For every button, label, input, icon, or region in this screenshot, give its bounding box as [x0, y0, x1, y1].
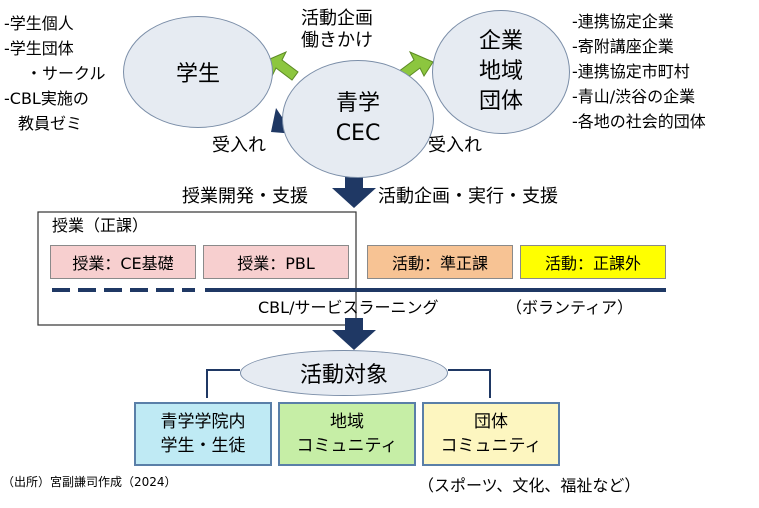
volunteer-label: （ボランティア） [506, 298, 634, 317]
target-label: 活動対象 [299, 363, 388, 388]
left-list-line-2: -学生団体 [4, 39, 74, 58]
left-list-line-4: -CBL実施の [4, 89, 89, 108]
chip-semi-formal-label: 活動：準正課 [391, 254, 488, 273]
right-list-line-5: -各地の社会的団体 [572, 112, 706, 131]
chip-pbl-label: 授業：PBL [237, 254, 315, 273]
left-list-line-5: 教員ゼミ [18, 114, 83, 133]
org-label-line-3: 団体 [478, 89, 523, 114]
source-note: （出所）宮副謙司作成（2024） [2, 475, 177, 489]
target-box-local: 地域 コミュニティ [278, 402, 416, 466]
target-campus-line-2: 学生・生徒 [160, 436, 246, 456]
cec-node: 青学 CEC [282, 60, 434, 178]
students-label: 学生 [175, 62, 220, 87]
down-arrow-target [332, 318, 376, 350]
right-list-line-4: -青山/渋谷の企業 [572, 87, 696, 106]
students-node: 学生 [123, 16, 273, 128]
receive-right-label: 受入れ [428, 135, 482, 156]
target-groups-line-2: コミュニティ [440, 436, 542, 456]
chip-pbl: 授業：PBL [203, 245, 349, 279]
target-local-line-2: コミュニティ [296, 436, 398, 456]
curriculum-frame [37, 211, 357, 326]
target-campus-line-1: 青学学院内 [160, 412, 246, 432]
right-list-line-2: -寄附講座企業 [572, 37, 674, 56]
top-label-line-2: 働きかけ [301, 30, 373, 51]
target-box-campus: 青学学院内 学生・生徒 [134, 402, 272, 466]
chip-semi-formal: 活動：準正課 [367, 245, 513, 279]
org-label-line-2: 地域 [478, 59, 523, 84]
left-list-line-3: ・サークル [26, 64, 106, 83]
right-bracket [448, 369, 491, 398]
target-groups-line-1: 団体 [474, 412, 508, 432]
org-label-line-1: 企業 [478, 29, 523, 54]
top-label: 活動企画 働きかけ [301, 8, 373, 52]
examples-note: （スポーツ、文化、福祉など） [418, 476, 641, 495]
curriculum-frame-label: 授業（正課） [52, 216, 149, 235]
target-node: 活動対象 [240, 350, 448, 396]
organizations-node: 企業 地域 団体 [432, 10, 570, 134]
top-label-line-1: 活動企画 [301, 8, 373, 29]
support-left-label: 授業開発・支援 [182, 186, 308, 207]
left-list-line-1: -学生個人 [4, 14, 74, 33]
cec-label-line-1: 青学 [335, 91, 380, 116]
right-list-line-1: -連携協定企業 [572, 12, 674, 31]
chip-extracurricular: 活動：正課外 [520, 245, 666, 279]
receive-left-label: 受入れ [212, 135, 266, 156]
support-right-label: 活動企画・実行・支援 [378, 186, 558, 207]
cec-label-line-2: CEC [335, 121, 381, 146]
right-list-line-3: -連携協定市町村 [572, 62, 690, 81]
chip-ce-basic-label: 授業：CE基礎 [72, 254, 174, 273]
chip-ce-basic: 授業：CE基礎 [50, 245, 196, 279]
left-bracket [206, 369, 240, 398]
down-arrow-cec [332, 176, 376, 208]
cbl-label: CBL/サービスラーニング [258, 298, 439, 317]
chip-extracurricular-label: 活動：正課外 [544, 254, 641, 273]
target-local-line-1: 地域 [330, 412, 364, 432]
target-box-groups: 団体 コミュニティ [422, 402, 560, 466]
